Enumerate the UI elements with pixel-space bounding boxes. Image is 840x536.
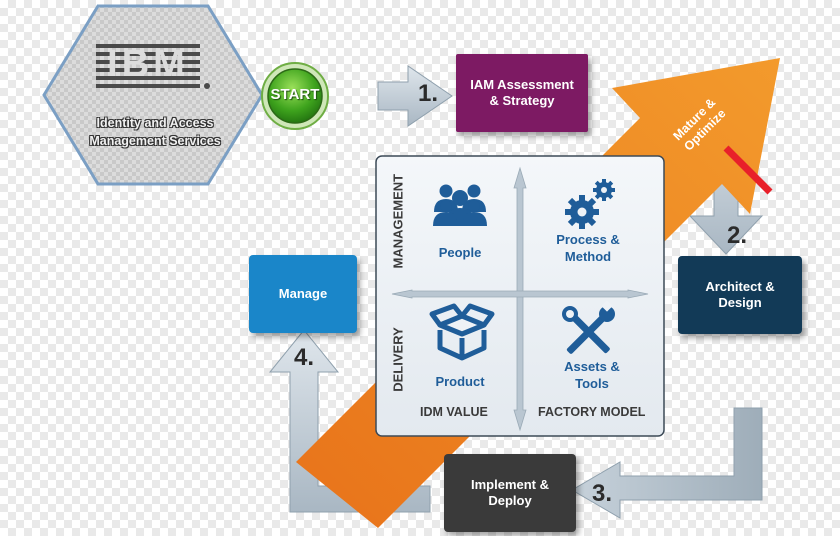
step-4-number: 4. [294,344,315,371]
people-icon [433,184,487,226]
step-1-box[interactable]: IAM Assessment & Strategy [456,54,588,132]
step-3-number: 3. [592,480,613,507]
gears-icon [565,179,615,229]
axis-label-factory-model: FACTORY MODEL [538,405,646,419]
step-2-number: 2. [727,222,748,249]
quadrant-product-label: Product [435,374,485,389]
step-4-box[interactable]: Manage [249,255,357,333]
tools-icon [562,300,615,354]
arrow-to-step-1 [377,65,453,127]
quadrant-assets-label: Assets & Tools [564,359,620,391]
axis-label-management: MANAGEMENT [390,173,406,269]
matrix-axes [391,166,649,432]
start-button[interactable] [261,62,329,130]
quadrant-people-label: People [438,245,482,260]
ibm-logo-icon [96,44,210,89]
ibm-service-name: Identity and Access Management Services [89,116,221,148]
arrow-to-step-3 [571,407,763,519]
quadrant-process-label: Process & Method [556,232,620,264]
box-icon [429,303,495,361]
axis-label-idm-value: IDM VALUE [420,405,488,419]
mature-optimize-arrow-edge [723,145,773,195]
step-2-box[interactable]: Architect & Design [678,256,802,334]
ibm-logo-text: IBM [107,43,189,85]
axis-label-delivery: DELIVERY [390,327,406,392]
step-1-number: 1. [418,80,439,107]
ibm-hexagon [42,4,264,186]
step-3-box[interactable]: Implement & Deploy [444,454,576,532]
start-label[interactable]: START [270,86,320,103]
